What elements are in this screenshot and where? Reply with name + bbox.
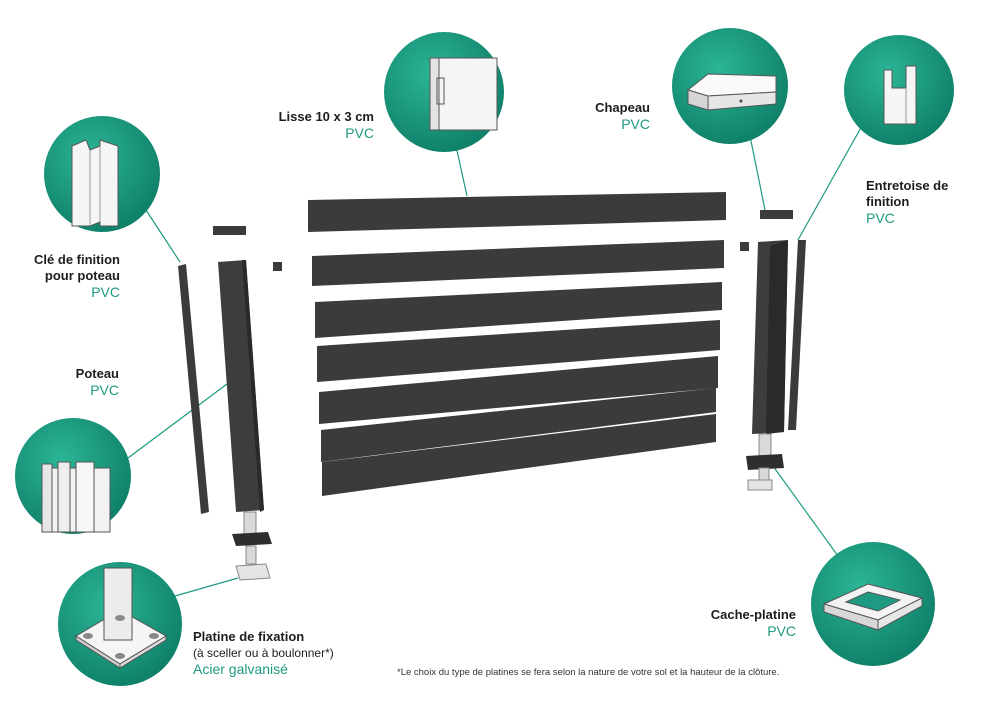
label-entretoise-material: PVC [866,210,895,226]
board-7 [322,414,716,496]
label-platine-subtitle: (à sceller ou à boulonner*) [193,646,334,660]
board-3 [315,282,722,338]
label-cache: Cache-platine PVC [690,607,796,639]
label-chapeau-title: Chapeau [595,100,650,115]
label-platine: Platine de fixation (à sceller ou à boul… [193,629,393,677]
board-1 [308,192,726,232]
label-poteau-title: Poteau [75,366,119,381]
leader-cache [772,465,839,557]
label-lisse: Lisse 10 x 3 cm PVC [250,109,374,141]
board-4 [317,320,720,382]
label-poteau-material: PVC [90,382,119,398]
label-platine-title: Platine de fixation [193,629,305,644]
fence-boards [308,192,726,496]
right-post [740,210,806,491]
label-cache-material: PVC [767,623,796,639]
label-poteau: Poteau PVC [30,366,119,398]
circle-platine [58,562,182,686]
circle-chapeau [672,28,788,144]
circle-cle [44,116,160,232]
label-chapeau: Chapeau PVC [560,100,650,132]
circle-poteau [15,418,131,534]
label-cle: Clé de finition pour poteau PVC [10,252,120,300]
circle-lisse [384,32,504,152]
label-entretoise-title-1: Entretoise de [866,178,949,193]
label-lisse-title: Lisse 10 x 3 cm [278,109,374,124]
label-cle-title-1: Clé de finition [34,252,120,267]
leader-poteau [127,383,228,459]
board-6 [321,388,716,462]
circle-cache [811,542,935,666]
label-lisse-material: PVC [345,125,374,141]
board-5 [319,356,718,424]
left-post [178,226,282,581]
label-cle-title-2: pour poteau [44,268,120,283]
leader-cle [145,209,181,263]
leader-lisse [455,145,468,197]
leader-chapeau [749,135,766,211]
label-platine-material: Acier galvanisé [193,661,288,677]
leader-lines [127,123,864,599]
label-cache-title: Cache-platine [710,607,796,622]
label-entretoise-title-2: finition [866,194,910,209]
label-chapeau-material: PVC [621,116,650,132]
label-cle-material: PVC [91,284,120,300]
circle-entretoise [844,35,954,145]
leader-platine [167,577,239,599]
label-entretoise: Entretoise de finition PVC [866,178,986,226]
board-2 [312,240,724,286]
leader-entretoise [797,123,864,241]
footnote: *Le choix du type de platines se fera se… [397,667,780,678]
